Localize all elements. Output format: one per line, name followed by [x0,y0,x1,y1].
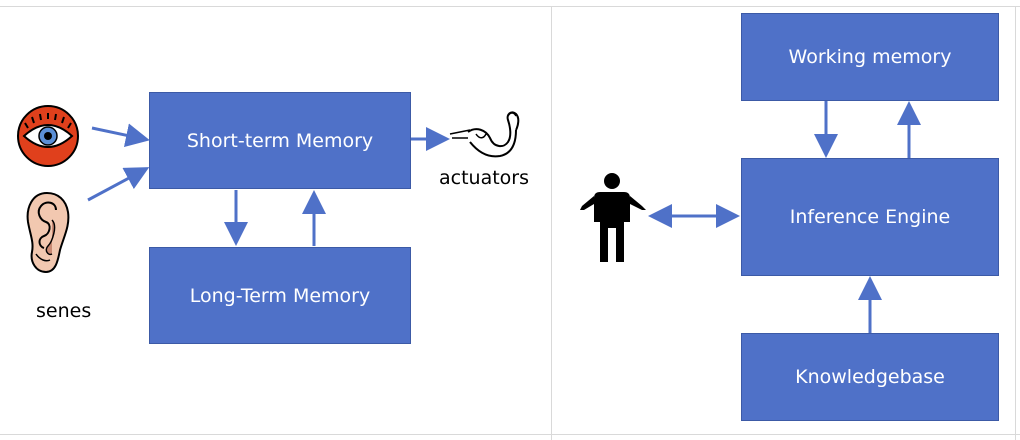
panel-bottom-border [0,434,1020,435]
knowledgebase-label: Knowledgebase [795,366,945,388]
long-term-memory-label: Long-Term Memory [189,284,371,307]
short-term-memory-label: Short-term Memory [186,129,374,152]
working-memory-label: Working memory [788,46,952,68]
knowledgebase-box: Knowledgebase [741,333,999,421]
senses-label: senes [36,300,92,322]
long-term-memory-box: Long-Term Memory [149,247,411,344]
working-memory-box: Working memory [741,13,999,101]
panel-right-border [1015,6,1016,440]
eye-icon [17,105,79,167]
panel-divider [551,6,552,440]
person-icon [580,173,646,262]
actuators-label: actuators [439,167,530,189]
short-term-memory-box: Short-term Memory [149,92,411,189]
flexed-arm-icon [449,111,520,158]
ear-to-stm-arrow [87,167,150,202]
left-panel-top-border [0,6,1020,7]
inference-engine-box: Inference Engine [741,158,999,276]
ear-icon [26,191,70,274]
inference-engine-label: Inference Engine [789,206,951,228]
eye-to-stm-arrow [91,123,150,148]
